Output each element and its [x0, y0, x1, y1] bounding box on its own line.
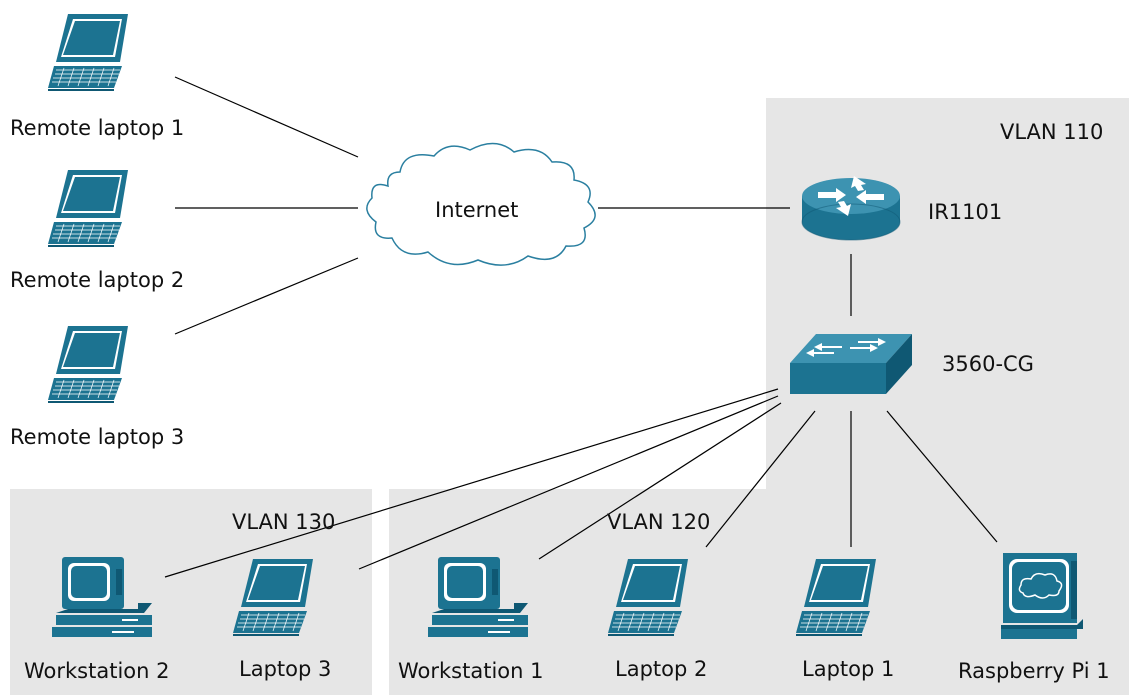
vlan-130-label: VLAN 130 — [232, 510, 336, 534]
link-switch-workstation2 — [164, 388, 779, 578]
internet-label: Internet — [435, 198, 519, 222]
switch-icon[interactable] — [790, 334, 912, 394]
switch-label: 3560-CG — [942, 352, 1034, 376]
raspberry-pi-1-label: Raspberry Pi 1 — [958, 659, 1110, 683]
laptop-2-label: Laptop 2 — [615, 657, 708, 681]
workstation-1-label: Workstation 1 — [398, 659, 544, 683]
links — [164, 76, 998, 578]
laptop-3-label: Laptop 3 — [239, 657, 332, 681]
cloud-icon[interactable] — [366, 142, 596, 266]
vlan-120-label: VLAN 120 — [607, 510, 711, 534]
link-remote1-internet — [174, 76, 359, 158]
laptop-1-label: Laptop 1 — [802, 657, 895, 681]
remote-laptop-1-label: Remote laptop 1 — [10, 116, 185, 140]
link-remote3-internet — [174, 257, 359, 335]
workstation-2-label: Workstation 2 — [24, 659, 170, 683]
router-label: IR1101 — [928, 200, 1003, 224]
vlan-110-label: VLAN 110 — [1000, 120, 1104, 144]
link-switch-raspberry — [886, 410, 998, 543]
remote-laptop-2-icon[interactable] — [47, 169, 129, 247]
raspberry-pi-1-icon[interactable] — [1000, 552, 1084, 640]
link-switch-workstation1 — [538, 402, 782, 560]
remote-laptop-2-label: Remote laptop 2 — [10, 268, 185, 292]
remote-laptop-3-label: Remote laptop 3 — [10, 425, 185, 449]
link-switch-laptop2 — [705, 410, 816, 548]
remote-laptop-3-icon[interactable] — [47, 325, 129, 403]
router-icon[interactable] — [801, 176, 901, 241]
link-switch-laptop3 — [358, 395, 779, 570]
remote-laptop-1-icon[interactable] — [47, 13, 129, 91]
